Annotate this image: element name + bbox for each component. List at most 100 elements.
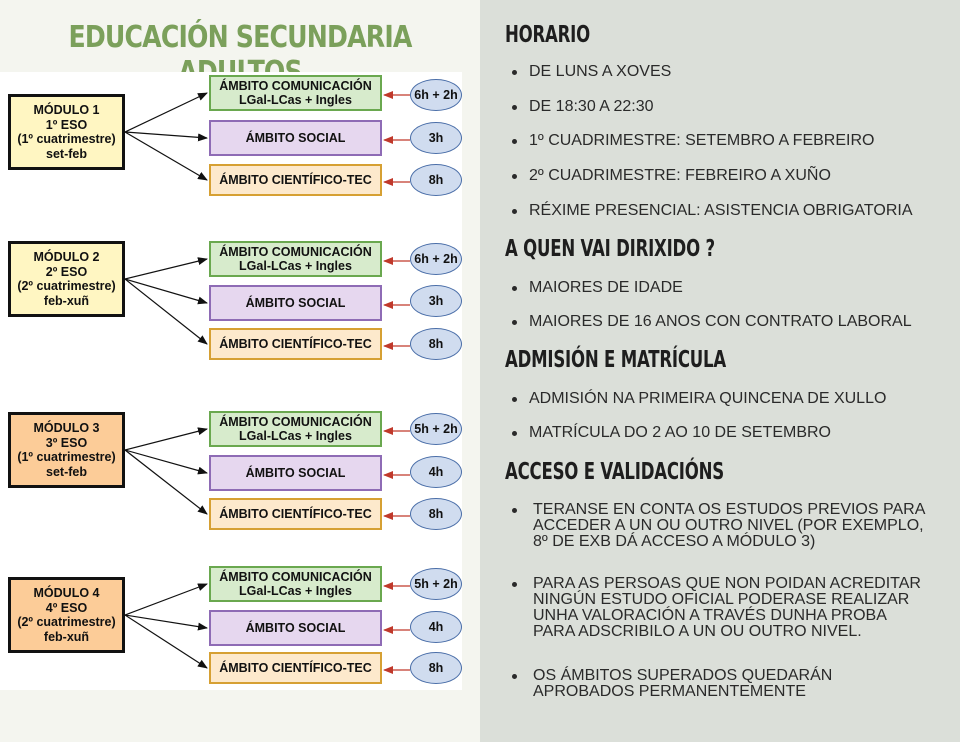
- module-4-ambito-comunicacion: ÁMBITO COMUNICACIÓN LGal-LCas + Ingles: [209, 566, 382, 602]
- admision-item-text: MATRÍCULA DO 2 AO 10 DE SETEMBRO: [529, 424, 831, 441]
- ambito-cientifico-label: ÁMBITO CIENTÍFICO-TEC: [219, 507, 372, 521]
- module-3-level: 3º ESO: [45, 435, 88, 450]
- module-2-ambito-cientifico: ÁMBITO CIENTÍFICO-TEC: [209, 328, 382, 360]
- module-3-ambito-comunicacion: ÁMBITO COMUNICACIÓN LGal-LCas + Ingles: [209, 411, 382, 447]
- module-to-ambito-arrow: [124, 257, 208, 280]
- acceso-item-line: UNHA VALORACIÓN A TRAVÉS DUNHA PROBA: [533, 607, 887, 624]
- right-panel: [480, 0, 960, 742]
- module-2-months: feb-xuñ: [43, 293, 90, 308]
- module-4-hours-social: 4h: [410, 611, 462, 643]
- module-1-term: (1º cuatrimestre): [17, 132, 116, 146]
- ambito-comunicacion-label: ÁMBITO COMUNICACIÓN: [219, 245, 372, 259]
- horario-item-text: DE LUNS A XOVES: [529, 63, 672, 80]
- module-2-title: MÓDULO 2: [33, 250, 100, 264]
- acceso-item-line: NINGÚN ESTUDO OFICIAL PODERASE REALIZAR: [533, 591, 910, 608]
- module-4-title: MÓDULO 4: [33, 586, 100, 600]
- module-to-ambito-arrow: [124, 614, 208, 669]
- ambito-cientifico-label: ÁMBITO CIENTÍFICO-TEC: [219, 661, 372, 675]
- module-4-level: 4º ESO: [45, 600, 88, 615]
- module-to-ambito-arrow: [124, 131, 208, 142]
- module-to-ambito-arrow: [124, 583, 208, 616]
- module-2-level: 2º ESO: [45, 264, 88, 279]
- module-to-ambito-arrow: [124, 278, 208, 305]
- module-to-ambito-arrow: [124, 449, 208, 475]
- bullet-icon: [512, 582, 517, 587]
- ambito-social-label: ÁMBITO SOCIAL: [245, 131, 346, 145]
- bullet-icon: [512, 70, 517, 75]
- module-1-hours-social: 3h: [410, 122, 462, 154]
- ambito-cientifico-label: ÁMBITO CIENTÍFICO-TEC: [219, 173, 372, 187]
- module-1-ambito-comunicacion: ÁMBITO COMUNICACIÓN LGal-LCas + Ingles: [209, 75, 382, 111]
- module-3-term: (1º cuatrimestre): [17, 450, 116, 464]
- module-3-hours-comunicacion: 5h + 2h: [410, 413, 462, 445]
- module-2-term: (2º cuatrimestre): [17, 279, 116, 293]
- module-2-ambito-comunicacion: ÁMBITO COMUNICACIÓN LGal-LCas + Ingles: [209, 241, 382, 277]
- module-3-hours-social: 4h: [410, 456, 462, 488]
- bullet-icon: [512, 431, 517, 436]
- bullet-icon: [512, 674, 517, 679]
- ambito-comunicacion-subjects: LGal-LCas + Ingles: [239, 584, 352, 598]
- module-2-hours-comunicacion: 6h + 2h: [410, 243, 462, 275]
- module-4-ambito-social: ÁMBITO SOCIAL: [209, 610, 382, 646]
- aquen-heading: A QUEN VAI DIRIXIDO ?: [505, 236, 715, 262]
- module-4-term: (2º cuatrimestre): [17, 615, 116, 629]
- module-2-hours-cientifico: 8h: [410, 328, 462, 360]
- ambito-social-label: ÁMBITO SOCIAL: [245, 296, 346, 310]
- module-4-ambito-cientifico: ÁMBITO CIENTÍFICO-TEC: [209, 652, 382, 684]
- bullet-icon: [512, 105, 517, 110]
- module-to-ambito-arrow: [124, 449, 208, 515]
- horario-item-text: 1º CUADRIMESTRE: SETEMBRO A FEBREIRO: [529, 132, 875, 149]
- module-2-ambito-social: ÁMBITO SOCIAL: [209, 285, 382, 321]
- bullet-icon: [512, 397, 517, 402]
- acceso-item-line: OS ÁMBITOS SUPERADOS QUEDARÁN: [533, 667, 833, 684]
- diagram-arrows: [124, 91, 410, 674]
- module-1-months: set-feb: [46, 146, 87, 161]
- acceso-item-line: ACCEDER A UN OU OUTRO NIVEL (POR EXEMPLO…: [533, 517, 924, 534]
- module-to-ambito-arrow: [124, 614, 208, 631]
- module-1-title: MÓDULO 1: [33, 103, 100, 117]
- aquen-item-text: MAIORES DE IDADE: [529, 279, 683, 296]
- module-3-ambito-social: ÁMBITO SOCIAL: [209, 455, 382, 491]
- ambito-comunicacion-label: ÁMBITO COMUNICACIÓN: [219, 570, 372, 584]
- admision-heading: ADMISIÓN E MATRÍCULA: [505, 347, 726, 373]
- acceso-item-line: PARA ADSCRIBILO A UN OU OUTRO NIVEL.: [533, 623, 862, 640]
- module-4-months: feb-xuñ: [43, 629, 90, 644]
- ambito-social-label: ÁMBITO SOCIAL: [245, 466, 346, 480]
- module-to-ambito-arrow: [124, 92, 208, 133]
- module-2-box: MÓDULO 2 2º ESO (2º cuatrimestre) feb-xu…: [8, 241, 125, 317]
- horario-heading: HORARIO: [505, 22, 590, 48]
- module-1-ambito-social: ÁMBITO SOCIAL: [209, 120, 382, 156]
- module-1-ambito-cientifico: ÁMBITO CIENTÍFICO-TEC: [209, 164, 382, 196]
- module-3-box: MÓDULO 3 3º ESO (1º cuatrimestre) set-fe…: [8, 412, 125, 488]
- module-3-hours-cientifico: 8h: [410, 498, 462, 530]
- aquen-item-text: MAIORES DE 16 ANOS CON CONTRATO LABORAL: [529, 313, 912, 330]
- module-2-hours-social: 3h: [410, 285, 462, 317]
- module-4-box: MÓDULO 4 4º ESO (2º cuatrimestre) feb-xu…: [8, 577, 125, 653]
- acceso-heading: ACCESO E VALIDACIÓNS: [505, 459, 724, 485]
- horario-item-text: DE 18:30 A 22:30: [529, 98, 654, 115]
- ambito-comunicacion-label: ÁMBITO COMUNICACIÓN: [219, 79, 372, 93]
- ambito-comunicacion-subjects: LGal-LCas + Ingles: [239, 429, 352, 443]
- module-1-level: 1º ESO: [45, 117, 88, 132]
- module-4-hours-cientifico: 8h: [410, 652, 462, 684]
- bullet-icon: [512, 209, 517, 214]
- admision-item-text: ADMISIÓN NA PRIMEIRA QUINCENA DE XULLO: [529, 390, 887, 407]
- module-to-ambito-arrow: [124, 131, 208, 181]
- module-3-months: set-feb: [46, 464, 87, 479]
- ambito-comunicacion-label: ÁMBITO COMUNICACIÓN: [219, 415, 372, 429]
- acceso-item-line: APROBADOS PERMANENTEMENTE: [533, 683, 806, 700]
- bullet-icon: [512, 508, 517, 513]
- module-4-hours-comunicacion: 5h + 2h: [410, 568, 462, 600]
- horario-item-text: 2º CUADRIMESTRE: FEBREIRO A XUÑO: [529, 167, 831, 184]
- module-1-box: MÓDULO 1 1º ESO (1º cuatrimestre) set-fe…: [8, 94, 125, 170]
- acceso-item-line: PARA AS PERSOAS QUE NON POIDAN ACREDITAR: [533, 575, 921, 592]
- acceso-item-line: 8º DE EXB DÁ ACCESO A MÓDULO 3): [533, 533, 816, 550]
- bullet-icon: [512, 174, 517, 179]
- module-to-ambito-arrow: [124, 278, 208, 345]
- module-3-title: MÓDULO 3: [33, 421, 100, 435]
- bullet-icon: [512, 286, 517, 291]
- module-1-hours-cientifico: 8h: [410, 164, 462, 196]
- ambito-cientifico-label: ÁMBITO CIENTÍFICO-TEC: [219, 337, 372, 351]
- ambito-comunicacion-subjects: LGal-LCas + Ingles: [239, 259, 352, 273]
- module-to-ambito-arrow: [124, 427, 208, 451]
